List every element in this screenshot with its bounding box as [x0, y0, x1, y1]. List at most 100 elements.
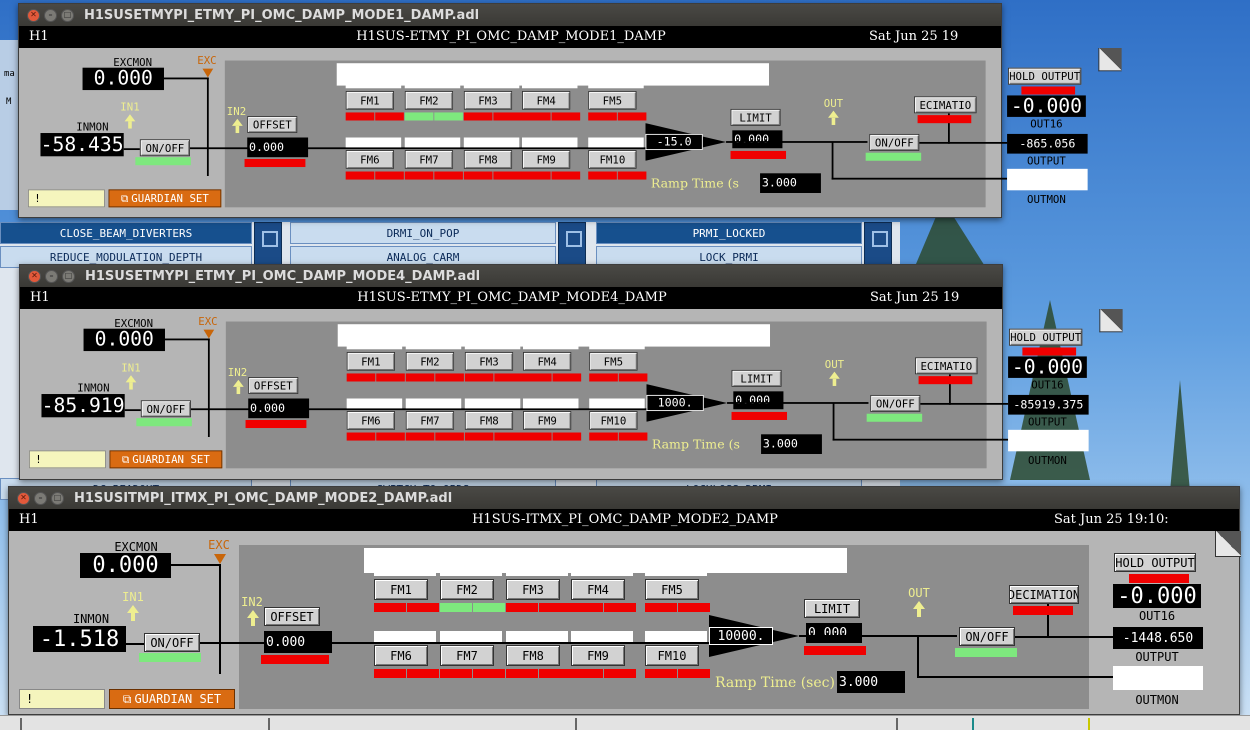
- close-icon[interactable]: ✕: [28, 269, 41, 283]
- output-onoff-button[interactable]: ON/OFF: [870, 394, 921, 412]
- fm-button[interactable]: FM6: [346, 411, 396, 430]
- fm-status-indicator: [463, 112, 493, 121]
- fm-button[interactable]: FM2: [404, 90, 454, 110]
- fm-button[interactable]: FM8: [464, 411, 514, 430]
- offset-button[interactable]: OFFSET: [247, 116, 298, 134]
- excmon-readout: 0.000: [82, 67, 164, 91]
- window-titlebar[interactable]: ✕–□H1SUSETMYPI_ETMY_PI_OMC_DAMP_MODE4_DA…: [20, 265, 1002, 287]
- background-state-button[interactable]: CLOSE_BEAM_DIVERTERS: [0, 222, 252, 244]
- hold-output-indicator: [1022, 347, 1077, 356]
- fm-button[interactable]: FM5: [588, 90, 637, 110]
- guardian-set-button[interactable]: ⧉GUARDIAN SET: [108, 189, 222, 208]
- fm-status-indicator: [464, 432, 494, 441]
- fm-button[interactable]: FM3: [463, 90, 513, 110]
- output-onoff-button[interactable]: ON/OFF: [959, 627, 1015, 646]
- gain-readout[interactable]: 1000.: [646, 394, 704, 412]
- minimize-icon[interactable]: –: [34, 491, 47, 505]
- outmon-wire: [831, 177, 1008, 180]
- fm-button[interactable]: FM3: [464, 351, 514, 371]
- fm-button[interactable]: FM9: [521, 150, 571, 169]
- fm-button[interactable]: FM10: [589, 411, 638, 430]
- ramp-time-readout[interactable]: 3.000: [761, 434, 822, 454]
- outmon-label: OUTMON: [1028, 453, 1067, 467]
- excmon-wire: [171, 564, 221, 566]
- maximize-icon[interactable]: □: [61, 8, 74, 22]
- input-onoff-button[interactable]: ON/OFF: [139, 139, 190, 157]
- fm-button[interactable]: FM4: [571, 579, 625, 600]
- ramp-time-readout[interactable]: 3.000: [760, 173, 821, 193]
- fm-button[interactable]: FM9: [522, 411, 572, 430]
- guardian-set-button[interactable]: ⧉GUARDIAN SET: [109, 450, 223, 469]
- window-titlebar[interactable]: ✕–□H1SUSETMYPI_ETMY_PI_OMC_DAMP_MODE1_DA…: [19, 4, 1001, 26]
- medm-window: ✕–□H1SUSETMYPI_ETMY_PI_OMC_DAMP_MODE4_DA…: [19, 264, 1123, 480]
- fm-button[interactable]: FM1: [345, 90, 395, 110]
- exc-arrow-icon: [203, 329, 215, 339]
- limit-readout[interactable]: 0.000: [733, 391, 784, 410]
- fm-button[interactable]: FM7: [404, 150, 454, 169]
- hold-output-button[interactable]: HOLD OUTPUT: [1007, 67, 1082, 85]
- background-state-icon[interactable]: [864, 222, 892, 266]
- input-onoff-button[interactable]: ON/OFF: [140, 400, 191, 418]
- fm-button[interactable]: FM6: [345, 150, 395, 169]
- out16-readout: -0.000: [1008, 356, 1087, 378]
- offset-readout[interactable]: 0.000: [264, 631, 332, 653]
- fm-button[interactable]: FM7: [440, 645, 494, 666]
- guardian-set-label: GUARDIAN SET: [134, 692, 222, 706]
- fm-button[interactable]: FM8: [506, 645, 560, 666]
- close-icon[interactable]: ✕: [17, 491, 30, 505]
- minimize-icon[interactable]: –: [45, 269, 58, 283]
- input-onoff-indicator: [136, 418, 192, 427]
- fm-button[interactable]: FM1: [374, 579, 428, 600]
- hold-output-button[interactable]: HOLD OUTPUT: [1114, 553, 1196, 572]
- background-state-button[interactable]: REDUCE_MODULATION_DEPTH: [0, 246, 252, 268]
- fm-button[interactable]: FM5: [589, 351, 638, 371]
- filter-name-field: [440, 631, 502, 642]
- background-state-button[interactable]: DRMI_ON_POP: [290, 222, 556, 244]
- fm-button[interactable]: FM4: [522, 351, 572, 371]
- limit-button[interactable]: LIMIT: [731, 369, 782, 387]
- input-onoff-button[interactable]: ON/OFF: [144, 633, 200, 652]
- fm-button[interactable]: FM3: [506, 579, 560, 600]
- ramp-time-readout[interactable]: 3.000: [837, 671, 905, 693]
- background-state-icon[interactable]: [558, 222, 586, 266]
- fm-button[interactable]: FM8: [463, 150, 513, 169]
- fm-button[interactable]: FM2: [405, 351, 455, 371]
- decimation-button[interactable]: ECIMATIO: [914, 96, 977, 114]
- decimation-button[interactable]: ECIMATIO: [915, 357, 978, 375]
- gain-readout[interactable]: 10000.: [709, 627, 773, 645]
- limit-readout[interactable]: 0.000: [806, 623, 862, 643]
- fm-button[interactable]: FM7: [405, 411, 455, 430]
- minimize-icon[interactable]: –: [44, 8, 57, 22]
- offset-readout[interactable]: 0.000: [247, 137, 309, 158]
- window-titlebar[interactable]: ✕–□H1SUSITMPI_ITMX_PI_OMC_DAMP_MODE2_DAM…: [9, 487, 1239, 509]
- background-state-button[interactable]: PRMI_LOCKED: [596, 222, 862, 244]
- filter-name-field: [589, 339, 645, 350]
- limit-readout[interactable]: 0.000: [732, 130, 783, 149]
- gain-readout[interactable]: -15.0: [645, 133, 703, 151]
- background-state-icon[interactable]: [254, 222, 282, 266]
- fm-button[interactable]: FM6: [374, 645, 428, 666]
- fm-button[interactable]: FM2: [440, 579, 494, 600]
- fm-status-indicator: [589, 373, 618, 382]
- limit-button[interactable]: LIMIT: [804, 599, 860, 618]
- maximize-icon[interactable]: □: [62, 269, 75, 283]
- fm-button[interactable]: FM4: [521, 90, 571, 110]
- output-onoff-button[interactable]: ON/OFF: [869, 133, 920, 151]
- filter-name-field: [645, 565, 707, 576]
- close-icon[interactable]: ✕: [27, 8, 40, 22]
- hold-output-button[interactable]: HOLD OUTPUT: [1008, 328, 1083, 346]
- offset-button[interactable]: OFFSET: [264, 607, 320, 626]
- guardian-set-button[interactable]: ⧉GUARDIAN SET: [109, 689, 235, 709]
- limit-button[interactable]: LIMIT: [730, 108, 781, 126]
- offset-button[interactable]: OFFSET: [248, 377, 299, 395]
- fm-button[interactable]: FM5: [645, 579, 699, 600]
- fm-button[interactable]: FM10: [645, 645, 699, 666]
- exc-wire: [206, 77, 209, 176]
- maximize-icon[interactable]: □: [51, 491, 64, 505]
- offset-readout[interactable]: 0.000: [248, 398, 310, 419]
- decimation-button[interactable]: DECIMATION: [1009, 585, 1079, 604]
- window-link-icon: ⧉: [120, 191, 129, 205]
- fm-button[interactable]: FM10: [588, 150, 637, 169]
- fm-button[interactable]: FM9: [571, 645, 625, 666]
- fm-button[interactable]: FM1: [346, 351, 396, 371]
